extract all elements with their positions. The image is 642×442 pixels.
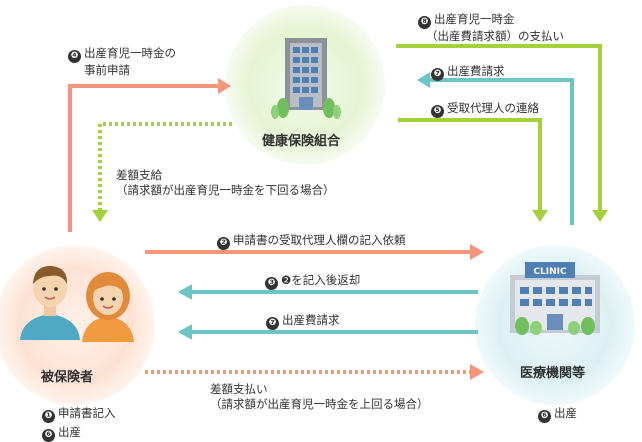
clinic-building-icon <box>510 262 600 335</box>
arrow-7b-head <box>178 324 192 340</box>
family-icon <box>20 265 134 342</box>
clinic-title: 医療機関等 <box>520 366 586 381</box>
arrow-difference-head <box>92 210 108 222</box>
arrow-5-head <box>532 210 548 222</box>
arrow-5-notice <box>398 118 542 212</box>
arrow-8-head <box>592 210 608 222</box>
union-title: 健康保険組合 <box>262 134 341 149</box>
arrow-2-head <box>470 244 484 260</box>
flow-label-difference-benefit: 差額支給 （請求額が出産育児一時金を下回る場合） <box>116 168 335 197</box>
arrow-difference-payment-head <box>470 364 484 380</box>
office-building-icon <box>271 38 341 119</box>
arrow-3-head <box>178 284 192 300</box>
arrow-7-head <box>417 72 430 88</box>
insured-title: 被保険者 <box>41 370 94 385</box>
arrow-4-head <box>218 78 231 94</box>
arrow-difference-benefit <box>98 122 232 212</box>
arrow-4-pre-application <box>68 84 220 232</box>
arrow-7-claim-union <box>428 78 574 225</box>
clinic-sign: CLINIC <box>533 267 567 277</box>
arrow-8-payment <box>396 44 602 212</box>
flow-label-difference-payment: 差額支払い （請求額が出産育児一時金を上回る場合） <box>210 382 429 411</box>
